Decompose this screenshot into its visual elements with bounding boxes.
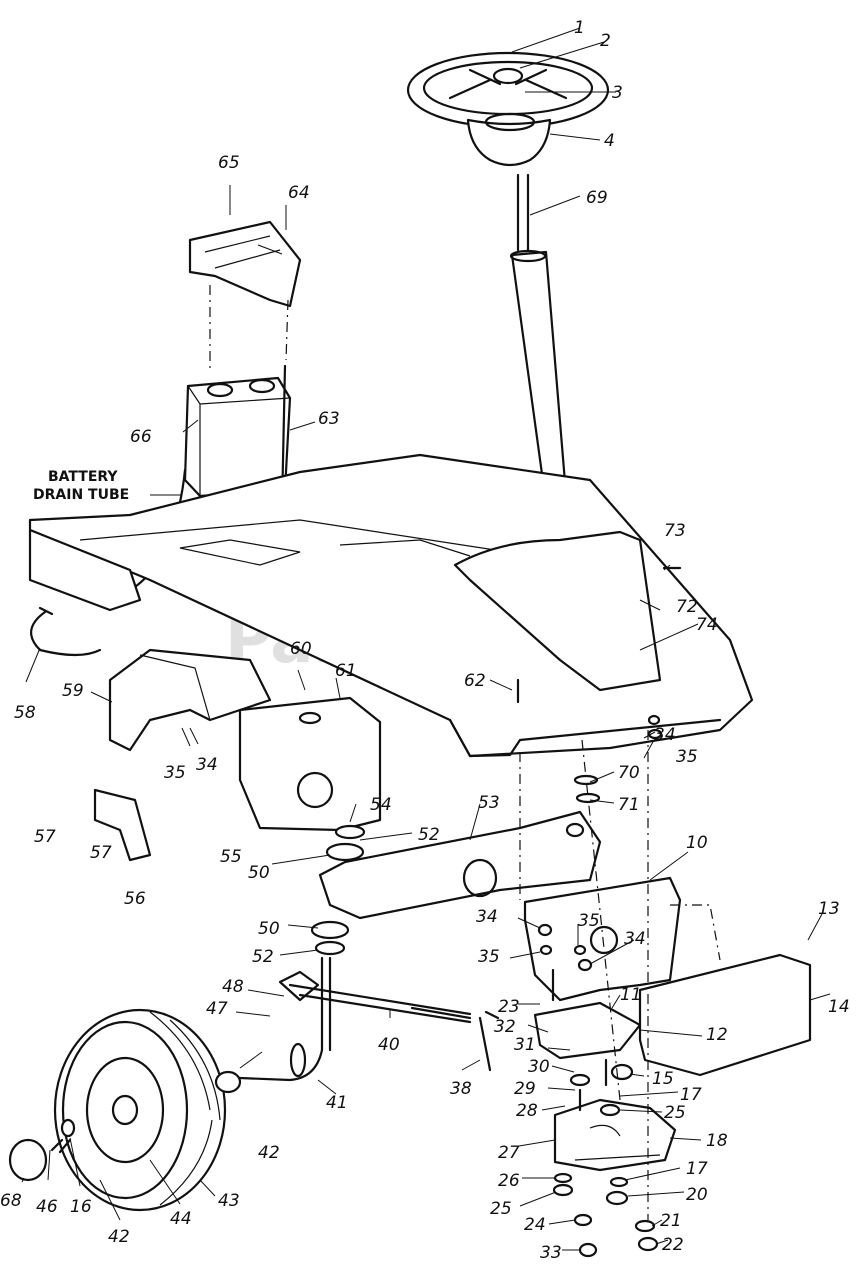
callout-35: 35 <box>164 763 186 783</box>
callout-2: 2 <box>600 31 611 51</box>
front-axle <box>318 810 602 920</box>
callout-57: 57 <box>34 827 56 847</box>
battery-drain-tube-label-line1: BATTERY <box>48 469 118 485</box>
steering-bracket-plate <box>238 696 382 832</box>
callout-41: 41 <box>326 1093 348 1113</box>
callout-60: 60 <box>290 639 312 659</box>
callout-23: 23 <box>498 997 520 1017</box>
callout-31: 31 <box>514 1035 536 1055</box>
callout-63: 63 <box>318 409 340 429</box>
drag-link <box>478 1010 500 1072</box>
callout-58: 58 <box>14 703 36 723</box>
callout-44: 44 <box>170 1209 192 1229</box>
battery-holddown-bracket <box>188 220 302 308</box>
callout-46: 46 <box>36 1197 58 1217</box>
battery-drain-tube-label-line2: DRAIN TUBE <box>33 487 129 503</box>
callout-71: 71 <box>618 795 640 815</box>
callout-18: 18 <box>706 1131 728 1151</box>
callout-16: 16 <box>70 1197 92 1217</box>
callout-3: 3 <box>612 83 623 103</box>
callout-52: 52 <box>418 825 440 845</box>
callout-30: 30 <box>528 1057 550 1077</box>
callout-17: 17 <box>686 1159 708 1179</box>
callout-66: 66 <box>130 427 152 447</box>
callout-14: 14 <box>828 997 850 1017</box>
callout-17: 17 <box>680 1085 702 1105</box>
wire-lead <box>30 606 102 657</box>
tractor-frame-deck <box>28 453 754 758</box>
callout-73: 73 <box>664 521 686 541</box>
callout-47: 47 <box>206 999 228 1019</box>
callout-43: 43 <box>218 1191 240 1211</box>
steering-sector-gear <box>553 1098 677 1172</box>
callout-25: 25 <box>664 1103 686 1123</box>
callout-42: 42 <box>108 1227 130 1247</box>
callout-leaders <box>21 27 831 1251</box>
callout-38: 38 <box>450 1079 472 1099</box>
callout-34: 34 <box>654 725 676 745</box>
callout-53: 53 <box>478 793 500 813</box>
hub-cap <box>8 1138 48 1182</box>
callout-13: 13 <box>818 899 840 919</box>
callout-64: 64 <box>288 183 310 203</box>
callout-56: 56 <box>124 889 146 909</box>
callout-32: 32 <box>494 1017 516 1037</box>
callout-74: 74 <box>696 615 718 635</box>
pivot-plate <box>533 1001 642 1060</box>
callout-4: 4 <box>604 131 615 151</box>
steering-shaft <box>516 173 530 252</box>
callout-20: 20 <box>686 1185 708 1205</box>
callout-35: 35 <box>676 747 698 767</box>
tie-rod <box>288 983 472 1024</box>
callout-24: 24 <box>524 1215 546 1235</box>
callout-33: 33 <box>540 1243 562 1263</box>
callout-34: 34 <box>476 907 498 927</box>
callout-40: 40 <box>378 1035 400 1055</box>
callout-42: 42 <box>258 1143 280 1163</box>
callout-34: 34 <box>624 929 646 949</box>
callout-25: 25 <box>490 1199 512 1219</box>
callout-57: 57 <box>90 843 112 863</box>
callout-50: 50 <box>258 919 280 939</box>
callout-35: 35 <box>478 947 500 967</box>
callout-29: 29 <box>514 1079 536 1099</box>
callout-21: 21 <box>660 1211 682 1231</box>
callout-62: 62 <box>464 671 486 691</box>
callout-72: 72 <box>676 597 698 617</box>
callout-26: 26 <box>498 1171 520 1191</box>
steering-gear-cover <box>638 953 812 1077</box>
callout-34: 34 <box>196 755 218 775</box>
callout-55: 55 <box>220 847 242 867</box>
left-side-shield <box>108 648 272 752</box>
callout-65: 65 <box>218 153 240 173</box>
callout-48: 48 <box>222 977 244 997</box>
callout-11: 11 <box>620 985 642 1005</box>
callout-69: 69 <box>586 188 608 208</box>
callout-15: 15 <box>652 1069 674 1089</box>
callout-50: 50 <box>248 863 270 883</box>
callout-70: 70 <box>618 763 640 783</box>
callout-10: 10 <box>686 833 708 853</box>
callout-54: 54 <box>370 795 392 815</box>
small-mount-bracket <box>93 788 152 862</box>
callout-61: 61 <box>335 661 357 681</box>
callout-59: 59 <box>62 681 84 701</box>
steering-spindle <box>238 956 332 1082</box>
callout-52: 52 <box>252 947 274 967</box>
callout-35: 35 <box>578 911 600 931</box>
steering-wheel <box>406 51 610 167</box>
front-wheel-tire <box>53 1008 227 1212</box>
left-frame-bracket <box>28 528 142 612</box>
callout-1: 1 <box>574 18 585 38</box>
callout-12: 12 <box>706 1025 728 1045</box>
callout-22: 22 <box>662 1235 684 1255</box>
callout-27: 27 <box>498 1143 520 1163</box>
callout-28: 28 <box>516 1101 538 1121</box>
callout-68: 68 <box>0 1191 22 1211</box>
